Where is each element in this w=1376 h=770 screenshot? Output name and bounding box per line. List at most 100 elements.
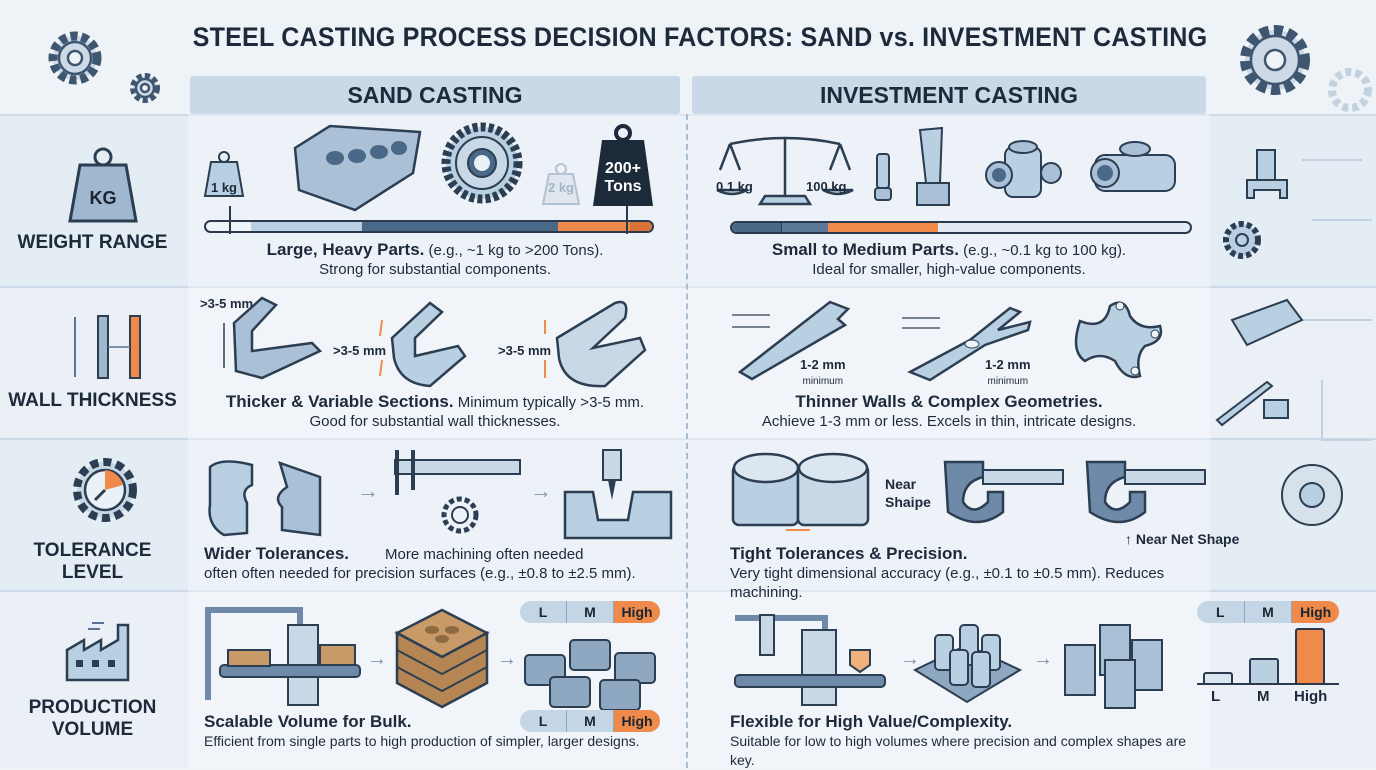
turbine-blade-icon: [916, 126, 950, 206]
weight-detail-sand: (e.g., ~1 kg to >200 Tons).: [424, 242, 604, 259]
arrow-icon: →: [900, 648, 920, 670]
scale-label-max: 100 kg: [806, 179, 847, 194]
weight-headline-investment: Small to Medium Parts.: [771, 240, 959, 259]
micrometer-icon: [1085, 460, 1206, 524]
weight-range-bar-sand: [204, 220, 654, 233]
row-label-production-line2: VOLUME: [51, 719, 134, 740]
page-title: STEEL CASTING PROCESS DECISION FACTORS: …: [192, 22, 1208, 52]
bar-tick: [626, 206, 628, 234]
dim-label: >3-5 mm: [333, 343, 387, 358]
weight-detail-investment: (e.g., ~0.1 kg to 100 kg).: [958, 242, 1127, 259]
weight-icon-label: KG: [89, 188, 117, 208]
scale-mid: M: [567, 710, 614, 732]
tons-value: 200+: [604, 160, 642, 177]
scale-high-selected: High: [1292, 601, 1339, 623]
scale-high-selected: High: [614, 601, 660, 623]
production-headline-investment: Flexible for High Value/Complexity.: [730, 712, 1013, 731]
thin-dim-value: 1-2 mm: [985, 357, 1031, 372]
thin-wrench-part-icon: [732, 300, 851, 381]
tolerance-headline-investment: Tight Tolerances & Precision.: [730, 544, 968, 563]
bulk-castings-icon: [524, 639, 656, 711]
wall-desc-sand: Thicker & Variable Sections. Minimum typ…: [190, 392, 680, 431]
scale-high-selected: High: [614, 710, 660, 732]
micrometer-icon: [943, 460, 1064, 524]
row-wall: [0, 286, 1376, 438]
weight-desc-investment: Small to Medium Parts. (e.g., ~0.1 kg to…: [692, 240, 1206, 279]
balance-scale-icon: [716, 136, 854, 206]
weight-200-tons-icon: [593, 124, 653, 206]
volume-bar-l: [1203, 672, 1233, 683]
thin-bracket-part-icon: [902, 306, 1032, 382]
scale-label-min: 0.1 kg: [716, 179, 753, 194]
volume-bar-high: [1295, 628, 1325, 683]
wall-headline-sand: Thicker & Variable Sections.: [225, 392, 454, 411]
row-label-weight: WEIGHT RANGE: [17, 232, 168, 253]
tons-unit: Tons: [604, 178, 642, 195]
column-header-investment: INVESTMENT CASTING: [692, 76, 1206, 114]
small-pin-part-icon: [874, 153, 892, 201]
mini-chart-label-high: High: [1294, 688, 1328, 705]
decorative-parts-strip: [1215, 149, 1372, 526]
arrow-icon: →: [367, 648, 387, 670]
volume-mini-bar-chart: [1197, 628, 1339, 685]
complex-bracket-part-icon: [1074, 301, 1163, 379]
wall-desc-investment: Thinner Walls & Complex Geometries.Achie…: [692, 392, 1206, 431]
bar-tick: [229, 206, 231, 234]
wall-detail-sand: Minimum typically >3-5 mm.: [453, 394, 645, 411]
weight-1kg-icon: [203, 151, 245, 197]
production-line2-investment: Suitable for low to high volumes where p…: [730, 733, 1187, 768]
sand-mold-stack-icon: [394, 608, 490, 709]
precision-parts-stacks-icon: [1064, 624, 1163, 709]
dim-label: >3-5 mm: [498, 343, 552, 358]
pipe-cross-fitting-icon: [985, 140, 1062, 198]
row-label-wall: WALL THICKNESS: [8, 390, 177, 411]
machining-tool-icon: [563, 449, 673, 540]
thin-dim-label: 1-2 mm minimum: [800, 357, 846, 387]
factory-icon: [65, 622, 130, 682]
gear-icon: [48, 31, 160, 103]
near-net-shape-label: ↑ Near Net Shape: [1125, 531, 1240, 547]
near-net-shape-text: Near Net Shape: [1135, 531, 1240, 547]
production-line2-sand: Efficient from single parts to high prod…: [204, 733, 640, 749]
mold-halves-icon: [208, 460, 322, 537]
row-weight: [0, 114, 1376, 286]
caliper-icon: [394, 450, 521, 534]
molding-line-icon: [205, 607, 361, 706]
dim-label: >3-5 mm: [200, 296, 254, 311]
row-label-production-line1: PRODUCTION: [28, 697, 157, 718]
weight-1kg-label: 1 kg: [210, 180, 237, 195]
tolerance-line2-investment: Very tight dimensional accuracy (e.g., ±…: [730, 565, 1165, 601]
row-label-tolerance-line2: LEVEL: [61, 562, 124, 583]
scale-low: L: [1197, 601, 1245, 623]
wax-assembly-line-icon: [734, 614, 886, 706]
wall-line2-sand: Good for substantial wall thicknesses.: [309, 413, 561, 430]
arrow-icon: →: [497, 648, 517, 670]
thin-dim-value: 1-2 mm: [800, 357, 846, 372]
weight-200-tons-label: 200+Tons: [592, 160, 654, 196]
scale-mid: M: [567, 601, 614, 623]
gear-icon: [1240, 25, 1372, 112]
scale-low: L: [520, 601, 567, 623]
row-label-tolerance-line1: TOLERANCE: [33, 540, 152, 561]
mini-chart-label-low: L: [1211, 688, 1221, 705]
scale-mid: M: [1245, 601, 1293, 623]
production-desc-sand: Scalable Volume for Bulk.Efficient from …: [190, 712, 680, 751]
production-desc-investment: Flexible for High Value/Complexity. Suita…: [692, 712, 1206, 770]
arrow-icon: →: [530, 478, 552, 503]
weight-desc-sand: Large, Heavy Parts. (e.g., ~1 kg to >200…: [190, 240, 680, 279]
column-divider: [686, 114, 688, 768]
arrow-icon: →: [1033, 648, 1053, 670]
weight-line2-sand: Strong for substantial components.: [319, 261, 551, 278]
wax-tree-cluster-icon: [912, 624, 1023, 704]
wall-thickness-icon: [74, 315, 141, 379]
thin-dim-sub: minimum: [802, 376, 844, 387]
column-header-sand: SAND CASTING: [190, 76, 680, 114]
mini-chart-label-mid: M: [1257, 688, 1270, 705]
tolerance-gauge-icon: [73, 458, 137, 522]
l-section-thick-icon: [223, 296, 323, 380]
tolerance-headline-sand: Wider Tolerances.: [204, 544, 350, 563]
